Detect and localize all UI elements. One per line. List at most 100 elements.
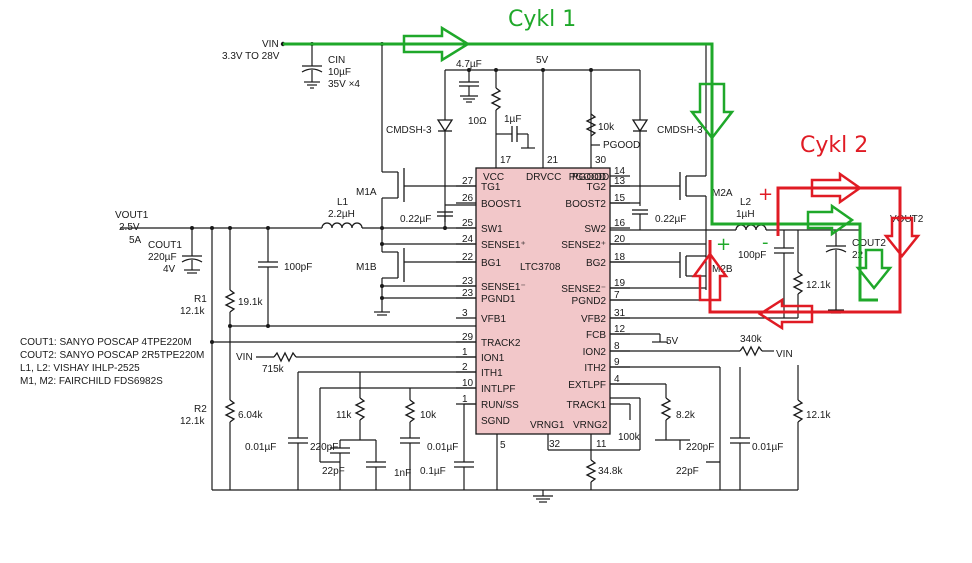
polarity-minus-right: - — [762, 232, 769, 253]
c100p-1-label: 100pF — [284, 262, 312, 273]
c1n-label: 1nF — [394, 468, 411, 479]
diode2-label: CMDSH-3 — [657, 125, 703, 136]
m2a-label: M2A — [712, 188, 733, 199]
cycle2-arrow-bottom — [757, 297, 814, 331]
vin-label: VIN — [262, 39, 279, 50]
r340k-label: 340k — [740, 334, 763, 345]
pin-num-21: 21 — [547, 155, 559, 166]
r11k-label: 11k — [336, 410, 352, 421]
right-pin-label: FCB — [586, 330, 606, 341]
c220p-1-label: 220pF — [310, 442, 338, 453]
left-pin-label: BOOST1 — [481, 199, 522, 210]
cin-name: CIN — [328, 55, 345, 66]
pin-num-32: 32 — [549, 439, 561, 450]
cycle2-label: Cykl 2 — [800, 133, 868, 158]
cout2-name: COUT2 — [852, 238, 886, 249]
cin-value: 10µF — [328, 67, 351, 78]
c01u-label: 0.1µF — [420, 466, 446, 477]
r82k-label: 8.2k — [676, 410, 696, 421]
m1a-label: M1A — [356, 187, 377, 198]
left-pin-label: SW1 — [481, 224, 503, 235]
left-pin-num: 10 — [462, 378, 474, 389]
right-pin-label: SENSE2⁺ — [561, 240, 606, 251]
c47-label: 4.7µF — [456, 59, 482, 70]
right-pin-label: EXTLPF — [568, 380, 606, 391]
left-pin-label: VFB1 — [481, 314, 506, 325]
right-pin-label: ION2 — [583, 347, 607, 358]
v5-fcb-label: 5V — [666, 336, 679, 347]
right-pin-label: BOOST2 — [565, 199, 606, 210]
pgood-label: PGOOD — [603, 140, 640, 151]
right-pin-num: 31 — [614, 308, 626, 319]
left-pin-label: ITH1 — [481, 368, 503, 379]
right-pin-label: SW2 — [584, 224, 606, 235]
left-pin-label: PGND1 — [481, 294, 516, 305]
right-pin-label: BG2 — [586, 258, 606, 269]
r715k-label: 715k — [262, 364, 285, 375]
diode1-label: CMDSH-3 — [386, 125, 432, 136]
right-pin-num: 19 — [614, 278, 626, 289]
right-pin-label: PGOOD — [569, 172, 606, 183]
left-pin-num: 24 — [462, 234, 474, 245]
right-pin-num: 4 — [614, 374, 620, 385]
c001-2-label: 0.01µF — [427, 442, 458, 453]
left-pin-num: 23 — [462, 276, 474, 287]
l2-value: 1µH — [736, 209, 755, 220]
left-pin-num: 22 — [462, 252, 474, 263]
pin-num-5: 5 — [500, 440, 506, 451]
left-pin-num: 1 — [462, 394, 468, 405]
v5-top-label: 5V — [536, 55, 549, 66]
r121k-right-label: 12.1k — [806, 410, 831, 421]
m1b-label: M1B — [356, 262, 377, 273]
right-pin-label: PGND2 — [572, 296, 607, 307]
left-pin-num: 3 — [462, 308, 468, 319]
left-pin-label: SENSE1⁻ — [481, 282, 526, 293]
cycle2-arrow-up — [691, 251, 729, 302]
vout1-label: VOUT1 — [115, 210, 149, 221]
c022-1-label: 0.22µF — [400, 214, 431, 225]
chip-name: LTC3708 — [520, 262, 561, 273]
l2-name: L2 — [740, 197, 752, 208]
r121k-out2-label: 12.1k — [806, 280, 831, 291]
left-pin-num: 25 — [462, 218, 474, 229]
c100p-2-label: 100pF — [738, 250, 766, 261]
right-pin-label: ITH2 — [584, 363, 606, 374]
r604k-label: 6.04k — [238, 410, 263, 421]
cycle1-path — [283, 42, 878, 302]
cycle1-label: Cykl 1 — [508, 7, 576, 32]
r2-name: R2 — [194, 404, 207, 415]
r10ohm-label: 10Ω — [468, 116, 487, 127]
cout1-value: 220µF — [148, 252, 177, 263]
left-pin-label: SENSE1⁺ — [481, 240, 526, 251]
left-pin-label: BG1 — [481, 258, 501, 269]
pin-vrng1: VRNG1 — [530, 420, 565, 431]
left-pin-num: 27 — [462, 176, 474, 187]
left-pin-num: 1 — [462, 347, 468, 358]
c1u-label: 1µF — [504, 114, 521, 125]
vout1-current: 5A — [129, 235, 142, 246]
note-cout2: COUT2: SANYO POSCAP 2R5TPE220M — [20, 350, 204, 361]
right-pin-num: 15 — [614, 193, 626, 204]
r2-value: 12.1k — [180, 416, 205, 427]
r10k-b-label: 10k — [420, 410, 437, 421]
vin-r-label: VIN — [236, 352, 253, 363]
l1-value: 2.2µH — [328, 209, 355, 220]
c22p-2-label: 22pF — [676, 466, 699, 477]
left-pin-num: 23 — [462, 288, 474, 299]
note-mosfets: M1, M2: FAIRCHILD FDS6982S — [20, 376, 163, 387]
c001-1-label: 0.01µF — [245, 442, 276, 453]
cycle1-arrow-top — [402, 25, 471, 63]
vout2-label: VOUT2 — [890, 214, 924, 225]
note-inductors: L1, L2: VISHAY IHLP-2525 — [20, 363, 140, 374]
polarity-plus-left: + — [716, 234, 731, 255]
pin-vrng2: VRNG2 — [573, 420, 608, 431]
l1-name: L1 — [337, 197, 349, 208]
pin-num-30: 30 — [595, 155, 607, 166]
note-cout1: COUT1: SANYO POSCAP 4TPE220M — [20, 337, 192, 348]
left-pin-label: INTLPF — [481, 384, 515, 395]
vout1-voltage: 2.5V — [119, 222, 140, 233]
ltc3708-chip — [475, 167, 611, 435]
left-pin-num: 26 — [462, 193, 474, 204]
